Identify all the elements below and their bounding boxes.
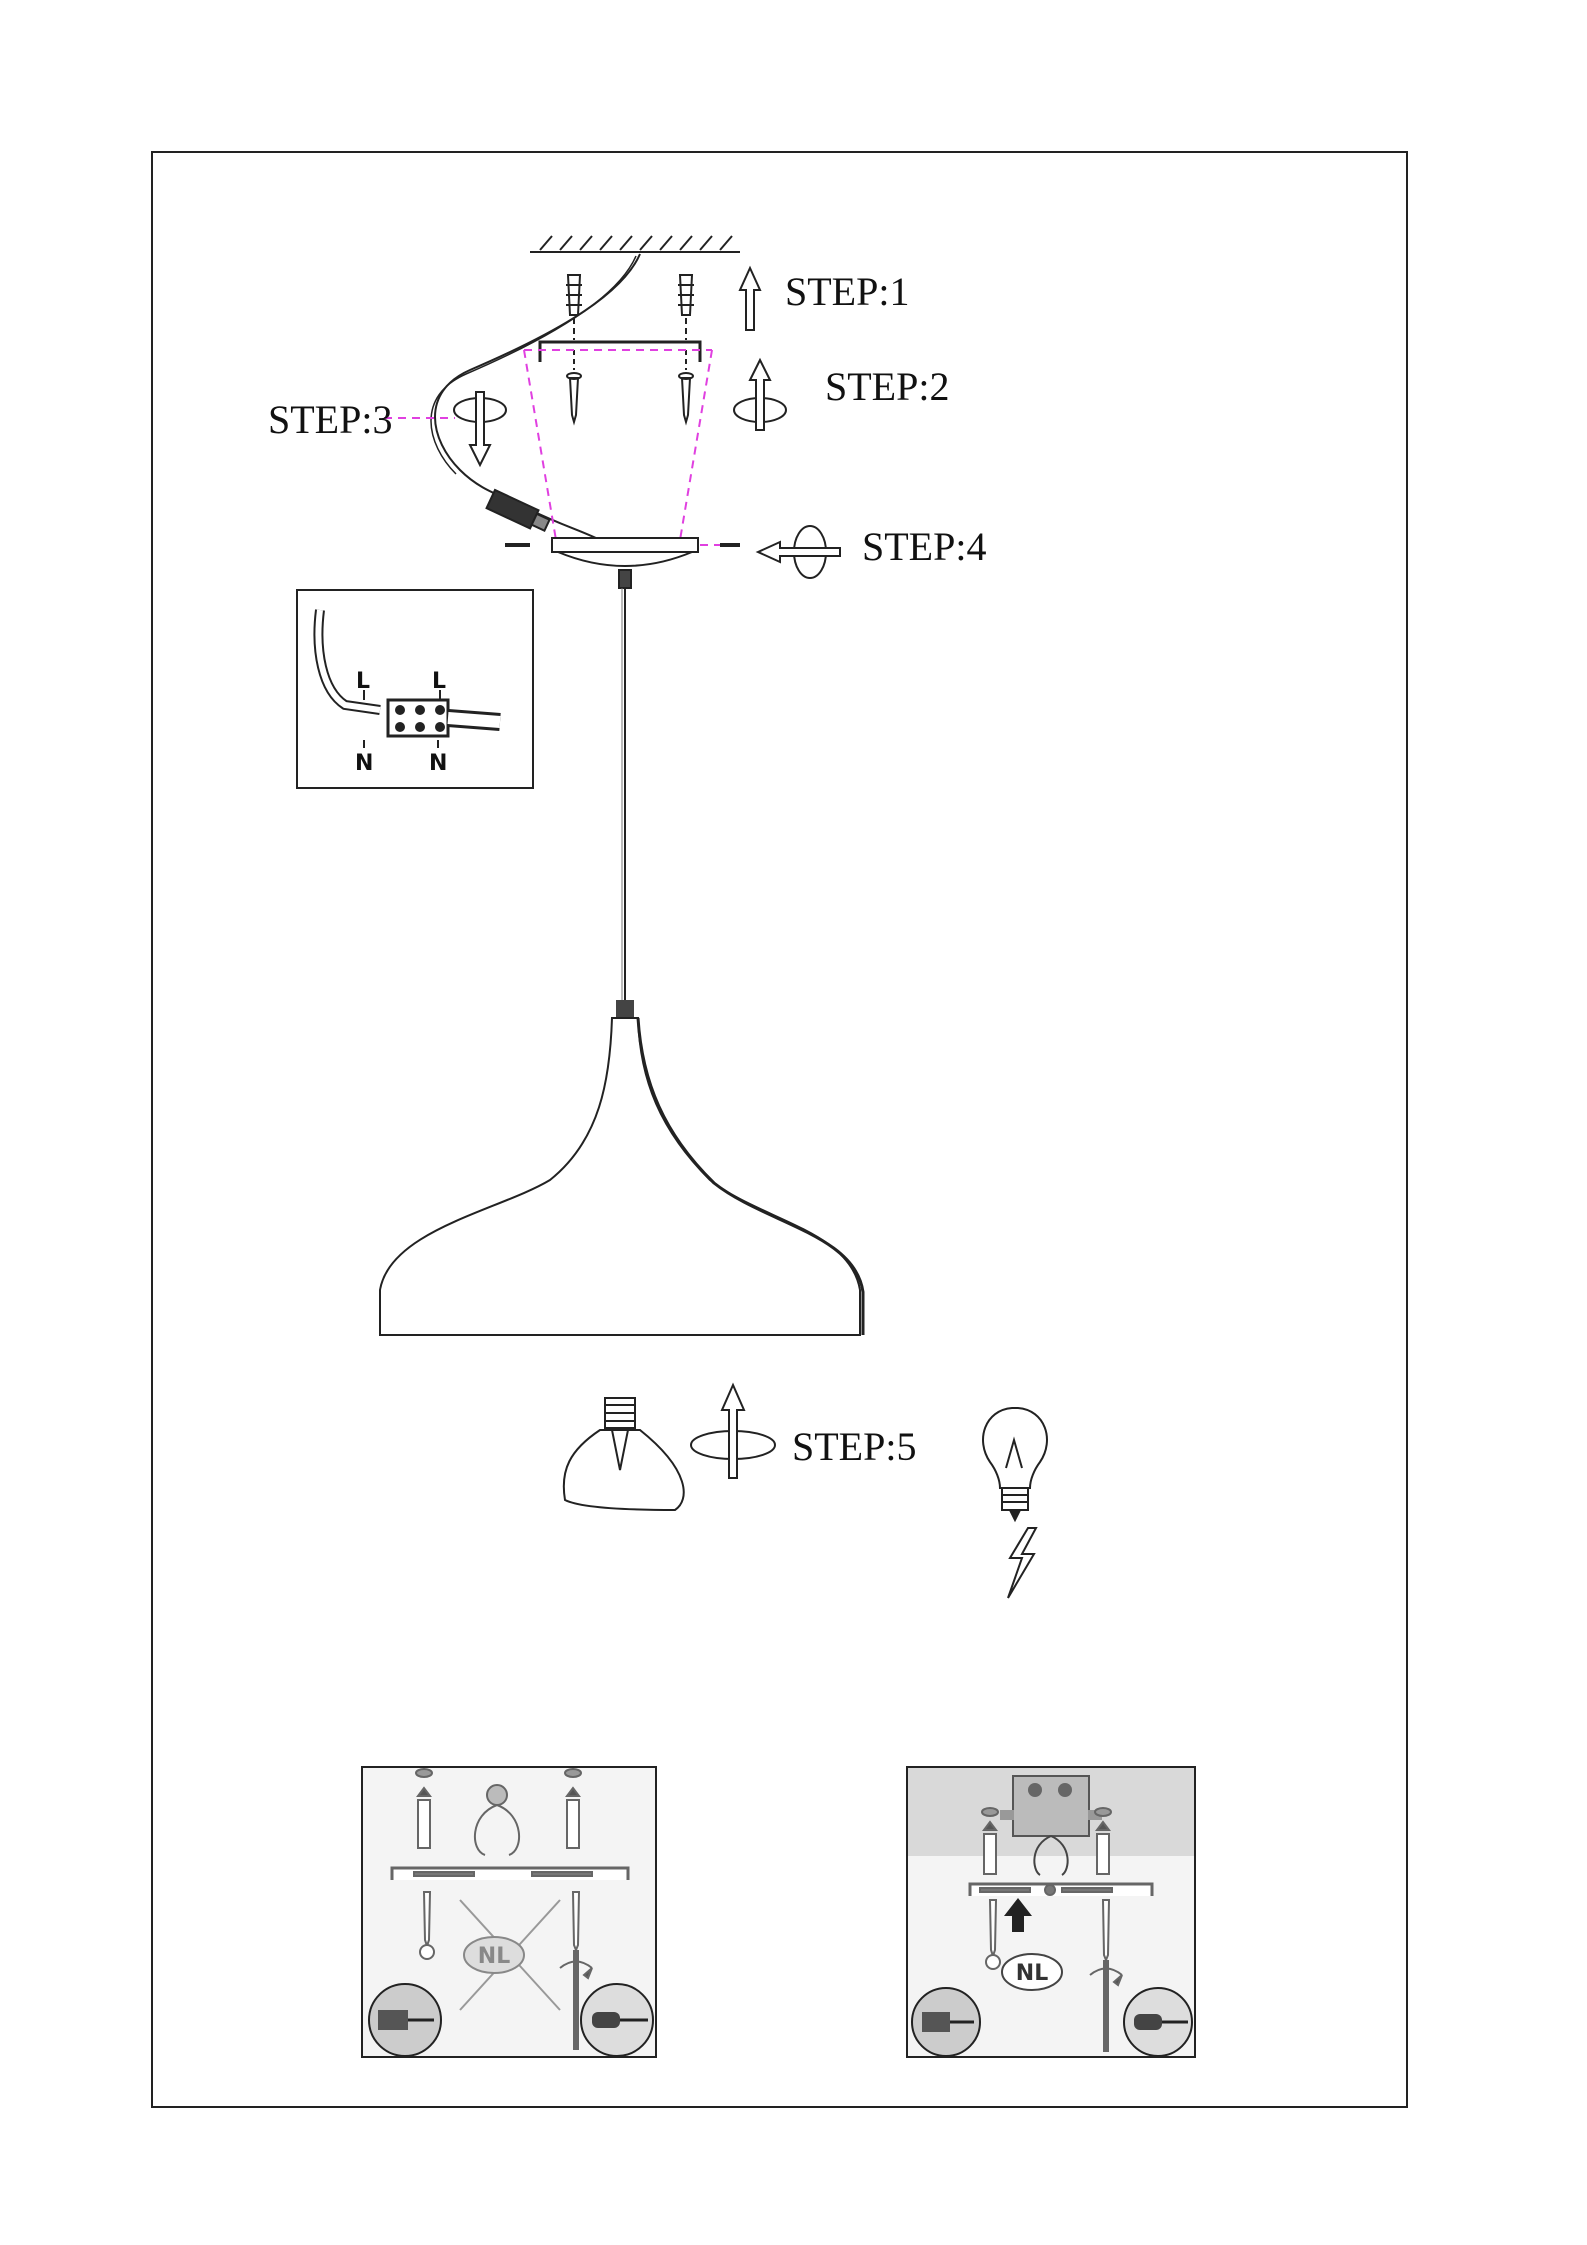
rotate-arrow-icon	[691, 1385, 775, 1478]
wall-plug-left-icon	[566, 275, 582, 340]
step-4-label: STEP:4	[862, 524, 986, 569]
terminal-block-icon	[487, 490, 552, 534]
ceiling-assembly	[431, 236, 740, 540]
cord-grip-lower	[616, 1000, 634, 1018]
lamp-shade	[380, 1018, 860, 1335]
page-frame	[152, 152, 1407, 2107]
rotate-arrow-icon	[734, 360, 786, 430]
mounting-panel-right: NL	[907, 1767, 1195, 2057]
mains-cable	[435, 254, 640, 540]
drill-icon	[912, 1988, 980, 2056]
neutral-right-label: N	[429, 751, 447, 776]
rotate-arrow-icon	[758, 526, 840, 578]
step-3-label: STEP:3	[268, 397, 392, 442]
light-bulb-icon	[564, 1398, 684, 1510]
screw-right-icon	[679, 350, 693, 422]
nl-badge-left-text: NL	[478, 1944, 510, 1969]
mounting-panel-left: NL	[362, 1767, 656, 2057]
up-arrow-icon	[740, 268, 760, 330]
step-1-label: STEP:1	[785, 269, 909, 314]
screw-left-icon	[567, 350, 581, 422]
drill-icon	[369, 1984, 441, 2056]
lightning-icon	[1008, 1528, 1036, 1598]
step-5-label: STEP:5	[792, 1424, 916, 1469]
live-right-label: L	[432, 669, 446, 694]
screwdriver-icon	[1124, 1988, 1192, 2056]
step-2-label: STEP:2	[825, 364, 949, 409]
live-left-label: L	[356, 669, 370, 694]
mounting-bracket	[540, 342, 700, 362]
screwdriver-icon	[581, 1984, 653, 2056]
wiring-detail-inset: L L N N	[297, 590, 533, 788]
rotate-arrow-icon	[454, 392, 506, 465]
wall-plug-right-icon	[678, 275, 694, 340]
light-bulb-icon	[983, 1408, 1047, 1520]
ceiling-hatch	[540, 236, 732, 250]
neutral-left-label: N	[355, 751, 373, 776]
nl-badge-right-text: NL	[1016, 1961, 1048, 1986]
